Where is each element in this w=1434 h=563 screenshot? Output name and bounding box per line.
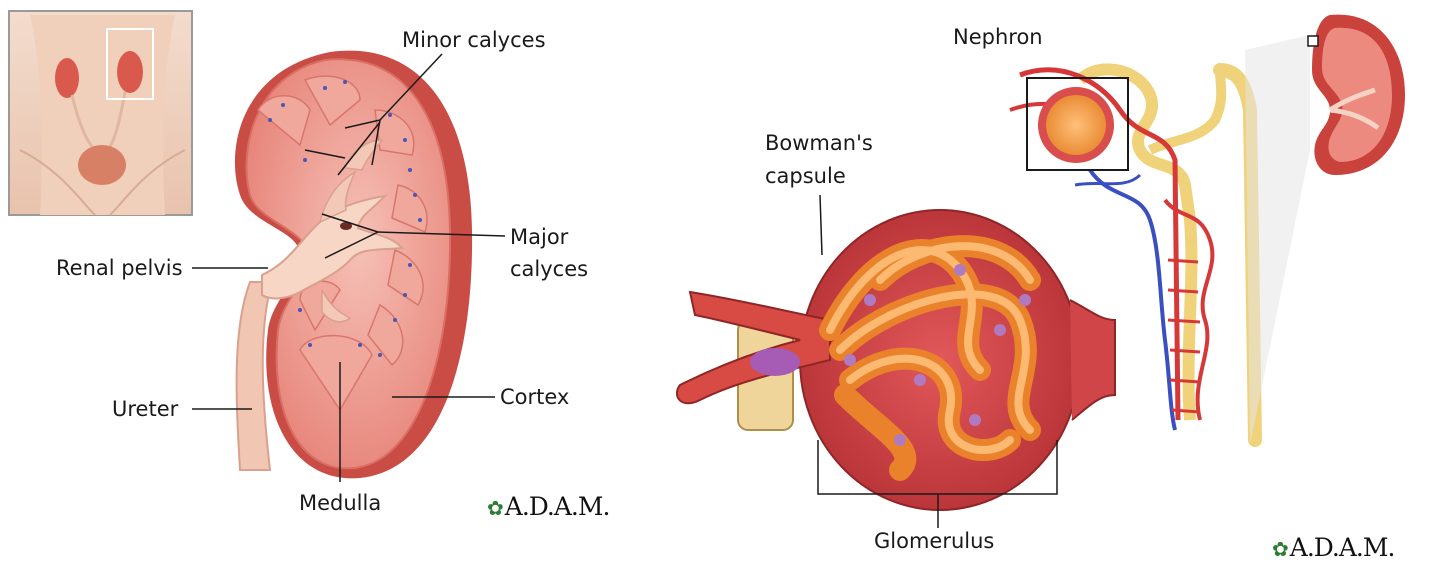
label-glomerulus: Glomerulus [874,528,994,554]
label-minor-calyces: Minor calyces [402,27,546,53]
adam-logo-text: A.D.A.M. [1290,533,1395,562]
adam-logo-text: A.D.A.M. [505,492,610,521]
label-bowmans-capsule-line2: capsule [765,163,846,189]
adam-logo-left: ✿A.D.A.M. [487,492,609,521]
label-nephron: Nephron [953,24,1043,50]
label-cortex: Cortex [500,384,569,410]
leaf-icon: ✿ [487,496,503,520]
adam-logo-right: ✿A.D.A.M. [1272,533,1394,562]
kidney-cross-section [235,51,472,479]
label-medulla: Medulla [299,490,381,516]
glomerulus-detail [677,210,1115,510]
label-major-calyces-line2: calyces [510,256,588,282]
label-bowmans-capsule-line1: Bowman's [765,130,873,156]
label-major-calyces-line1: Major [510,224,568,250]
body-location-inset [9,11,192,215]
kidney-locator [1245,15,1405,445]
leaf-icon: ✿ [1272,537,1288,561]
label-renal-pelvis: Renal pelvis [56,255,183,281]
label-ureter: Ureter [112,396,178,422]
